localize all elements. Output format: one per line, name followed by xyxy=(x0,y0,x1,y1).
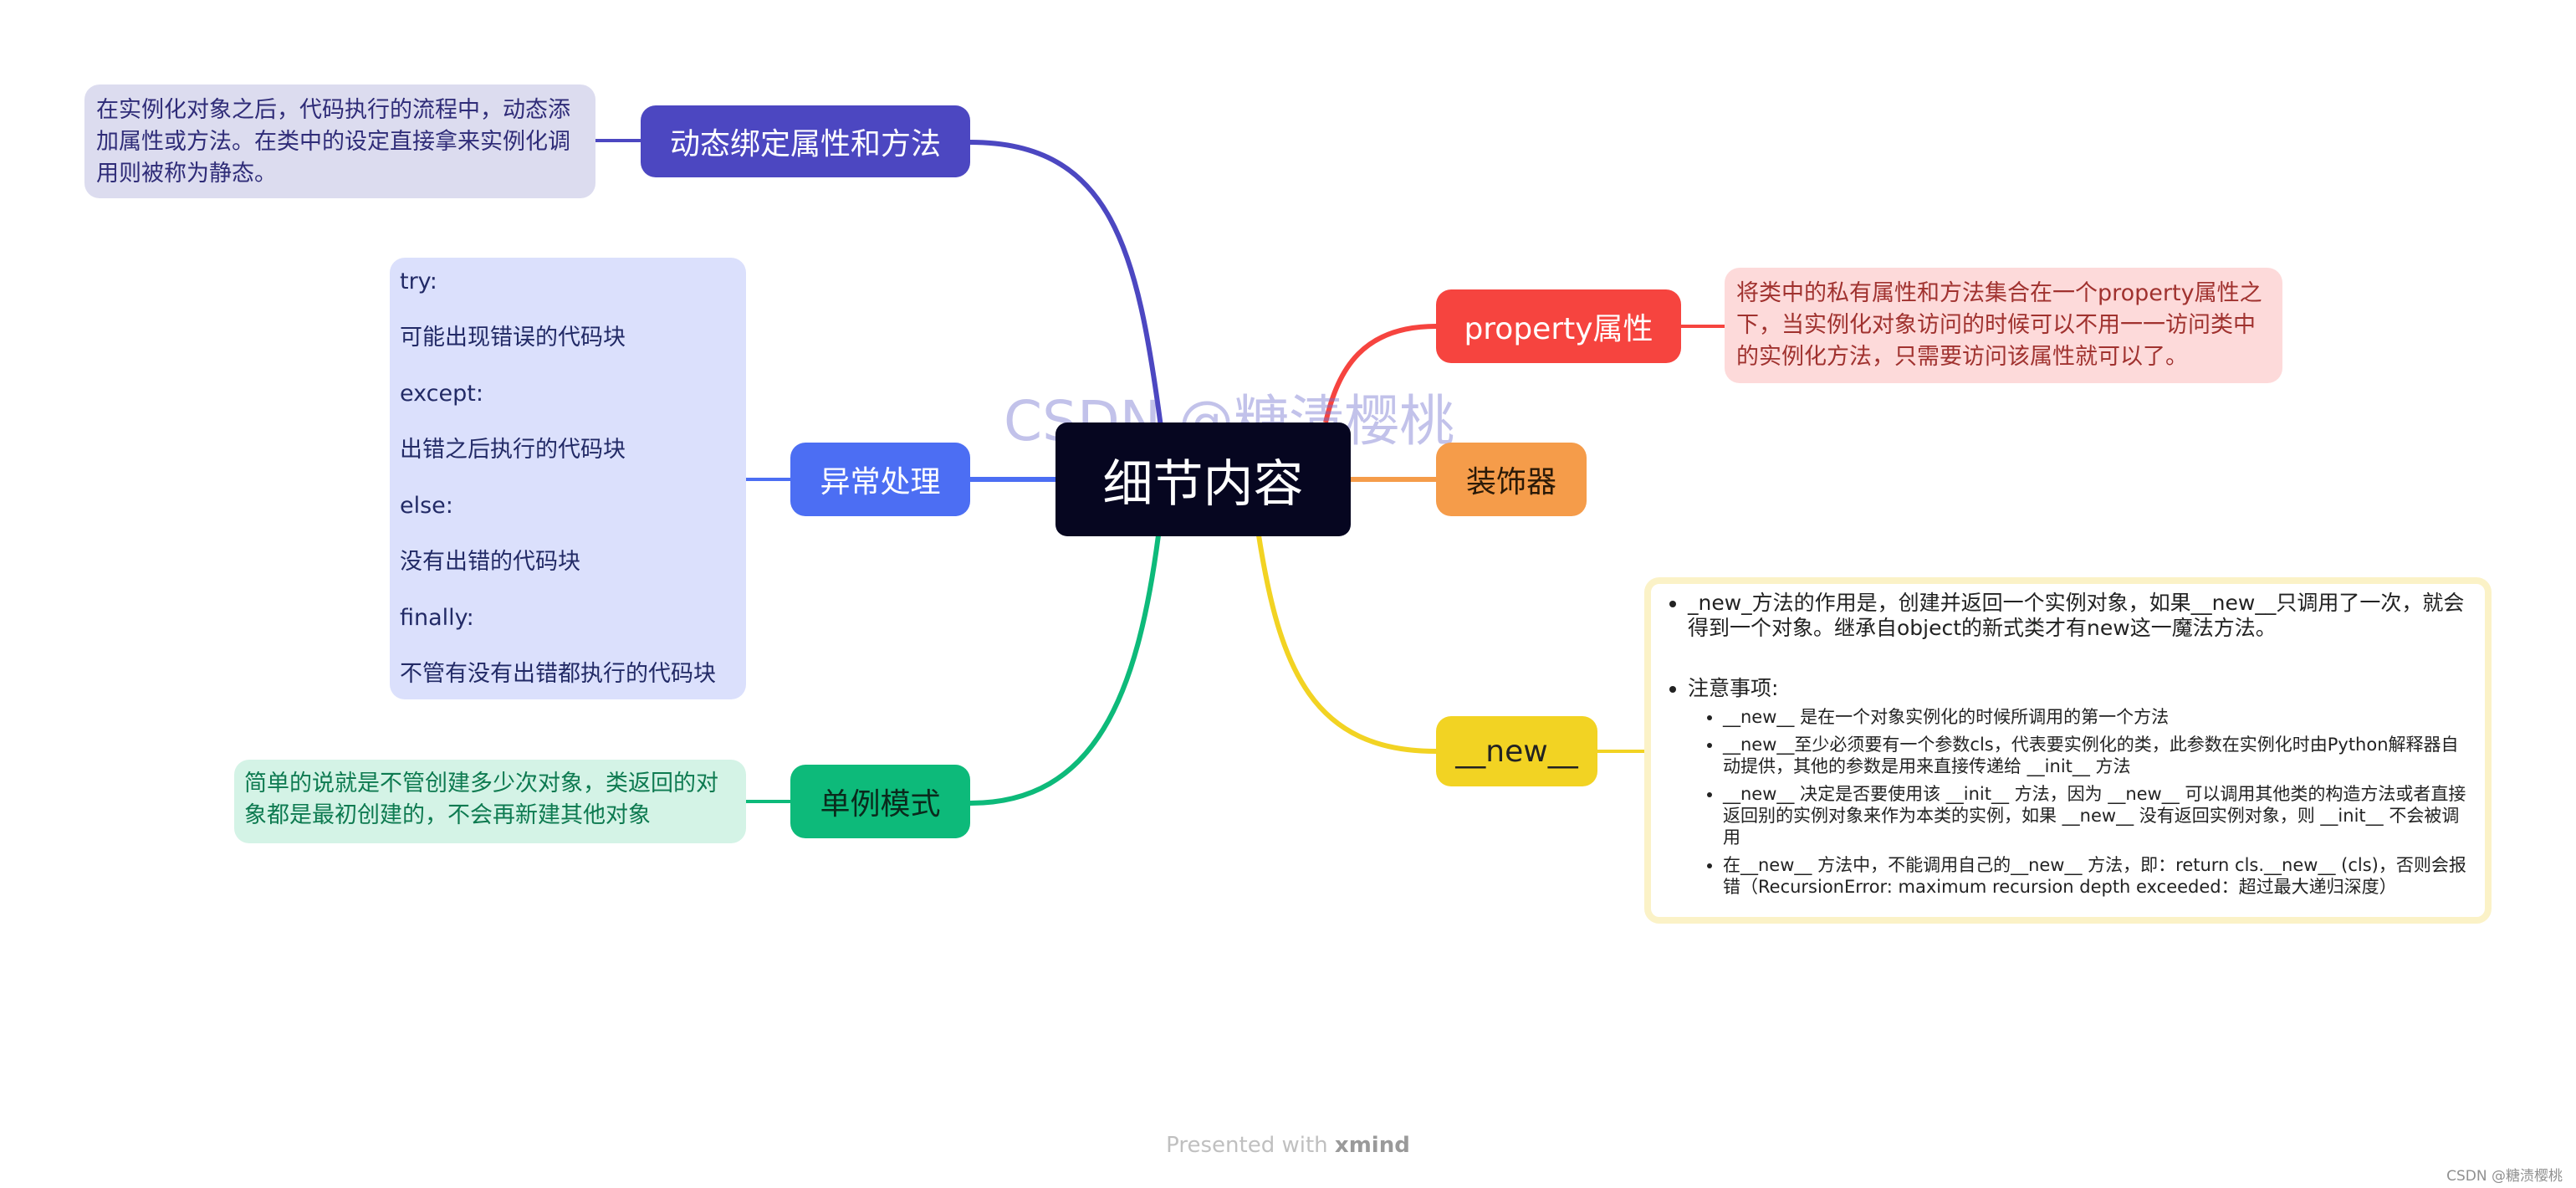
code-line: else: xyxy=(400,493,453,519)
xmind-logo-text: xmind xyxy=(1334,1133,1410,1158)
link-singleton xyxy=(969,535,1161,806)
code-line: 可能出现错误的代码块 xyxy=(400,325,626,351)
note-property-text: 将类中的私有属性和方法集合在一个property属性之下，当实例化对象访问的时候… xyxy=(1736,280,2262,370)
central-topic-label: 细节内容 xyxy=(1102,454,1304,514)
note-dynamic-binding: 在实例化对象之后，代码执行的流程中，动态添加属性或方法。在类中的设定直接拿来实例… xyxy=(84,84,595,198)
note-new-subitem: __new__ 决定是否要使用该 __init__ 方法，因为 __new__ … xyxy=(1723,783,2473,848)
note-singleton: 简单的说就是不管创建多少次对象，类返回的对象都是最初创建的，不会再新建其他对象 xyxy=(234,760,746,843)
presented-with-footer: Presented with xmind xyxy=(0,1133,2576,1158)
corner-credit: CSDN @糖渍樱桃 xyxy=(2446,1168,2563,1185)
topic-dynamic-binding[interactable]: 动态绑定属性和方法 xyxy=(641,105,970,177)
code-line: try: xyxy=(400,269,437,294)
note-new-list: _new_方法的作用是，创建并返回一个实例对象，如果__new__只调用了一次，… xyxy=(1654,591,2473,898)
footer-prefix: Presented with xyxy=(1166,1133,1335,1158)
topic-dynamic-binding-label: 动态绑定属性和方法 xyxy=(669,127,941,161)
note-dynamic-binding-text: 在实例化对象之后，代码执行的流程中，动态添加属性或方法。在类中的设定直接拿来实例… xyxy=(96,97,570,187)
note-new-subitem: 在__new__ 方法中，不能调用自己的__new__ 方法，即：return … xyxy=(1723,854,2473,898)
topic-decorator-label: 装饰器 xyxy=(1465,465,1556,499)
topic-new[interactable]: __new__ xyxy=(1436,716,1597,786)
note-exception-handling: try: 可能出现错误的代码块 except: 出错之后执行的代码块 else:… xyxy=(390,258,746,699)
topic-new-label: __new__ xyxy=(1455,734,1578,769)
note-new-subitem: __new__至少必须要有一个参数cls，代表要实例化的类，此参数在实例化时由P… xyxy=(1723,734,2473,777)
code-line: 不管有没有出错都执行的代码块 xyxy=(400,661,716,687)
central-topic[interactable]: 细节内容 xyxy=(1055,422,1351,536)
code-line: except: xyxy=(400,381,483,407)
link-new xyxy=(1256,535,1437,754)
note-new-subitem: __new__ 是在一个对象实例化的时候所调用的第一个方法 xyxy=(1723,706,2473,728)
topic-singleton[interactable]: 单例模式 xyxy=(790,765,970,838)
link-property xyxy=(1323,324,1437,423)
topic-exception-handling-label: 异常处理 xyxy=(820,465,941,499)
note-new-sublist: __new__ 是在一个对象实例化的时候所调用的第一个方法 __new__至少必… xyxy=(1688,706,2473,898)
code-line: finally: xyxy=(400,605,474,631)
code-line: 出错之后执行的代码块 xyxy=(400,437,626,463)
note-new-bullet: 注意事项: __new__ 是在一个对象实例化的时候所调用的第一个方法 __ne… xyxy=(1688,676,2473,898)
link-dynamic xyxy=(969,140,1163,428)
topic-exception-handling[interactable]: 异常处理 xyxy=(790,443,970,516)
topic-decorator[interactable]: 装饰器 xyxy=(1436,443,1587,516)
code-line: 没有出错的代码块 xyxy=(400,549,580,575)
note-new-bullet: _new_方法的作用是，创建并返回一个实例对象，如果__new__只调用了一次，… xyxy=(1688,591,2473,641)
note-new: _new_方法的作用是，创建并返回一个实例对象，如果__new__只调用了一次，… xyxy=(1644,577,2492,924)
note-property: 将类中的私有属性和方法集合在一个property属性之下，当实例化对象访问的时候… xyxy=(1725,268,2282,383)
topic-property[interactable]: property属性 xyxy=(1436,289,1681,363)
note-singleton-text: 简单的说就是不管创建多少次对象，类返回的对象都是最初创建的，不会再新建其他对象 xyxy=(244,771,718,828)
topic-singleton-label: 单例模式 xyxy=(820,787,941,822)
topic-property-label: property属性 xyxy=(1464,312,1653,346)
